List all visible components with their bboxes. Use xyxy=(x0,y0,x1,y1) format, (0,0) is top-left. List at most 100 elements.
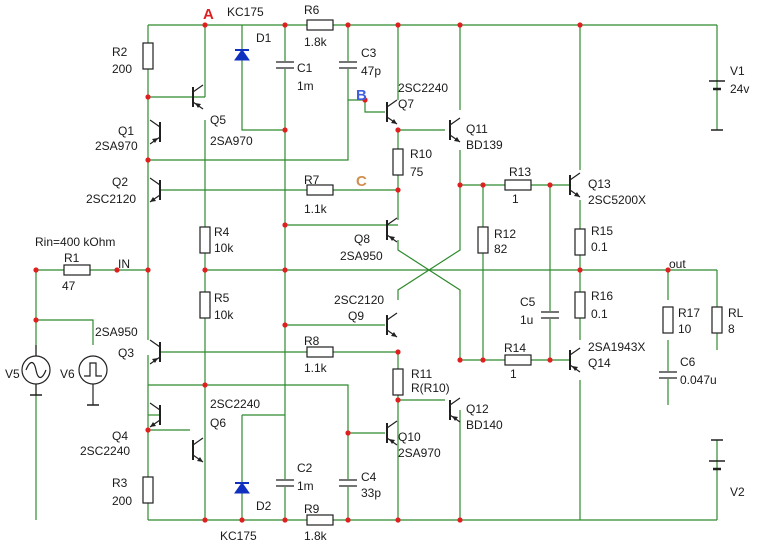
q7-collector-leg xyxy=(386,99,398,108)
c3-value: 47p xyxy=(361,64,381,78)
wire xyxy=(148,99,365,161)
junction-dot xyxy=(282,517,288,523)
junction-dot xyxy=(395,349,401,355)
r3-name: R3 xyxy=(112,476,128,490)
junction-dot xyxy=(33,317,39,323)
junction-dot xyxy=(239,517,245,523)
r13-name: R13 xyxy=(509,165,531,179)
r1-value: 47 xyxy=(62,279,76,293)
r12-name: R12 xyxy=(494,227,516,241)
r5-resistor xyxy=(199,291,211,319)
q10-arrow xyxy=(389,439,395,444)
q1-arrow xyxy=(152,138,158,143)
q5-collector-leg xyxy=(192,84,204,93)
junction-dot xyxy=(395,517,401,523)
c6-gap xyxy=(658,371,678,379)
wire xyxy=(36,319,94,345)
q8-name: Q8 xyxy=(354,232,370,246)
r2-name: R2 xyxy=(112,45,128,59)
d1-type: KC175 xyxy=(227,5,264,19)
junction-dot xyxy=(480,182,486,188)
r12-value: 82 xyxy=(494,242,508,256)
r7-name: R7 xyxy=(304,173,320,187)
c2-name: C2 xyxy=(297,461,313,475)
q14-collector-leg xyxy=(569,347,581,356)
r6-resistor xyxy=(306,19,334,31)
junction-dot xyxy=(395,127,401,133)
r11-resistor xyxy=(392,368,404,396)
q2-collector-leg xyxy=(149,177,161,186)
q1-collector-leg xyxy=(149,119,161,128)
junction-dot xyxy=(577,267,583,273)
q4-arrow xyxy=(150,422,156,427)
r4-resistor xyxy=(199,226,211,254)
r3-value: 200 xyxy=(112,494,132,508)
q10-type: 2SA970 xyxy=(398,446,441,460)
r11-value: R(R10) xyxy=(411,381,450,395)
r14-resistor xyxy=(504,354,532,366)
r12-resistor xyxy=(477,226,489,254)
q2-arrow xyxy=(150,197,156,202)
c6-name: C6 xyxy=(680,355,696,369)
junction-dot xyxy=(202,267,208,273)
r8-resistor xyxy=(306,346,334,358)
q2-type: 2SC2120 xyxy=(86,192,136,206)
q6-name: Q6 xyxy=(210,416,226,430)
r13-resistor xyxy=(504,179,532,191)
junction-dot xyxy=(145,94,151,100)
d2-name: D2 xyxy=(256,499,272,513)
v1-value: 24v xyxy=(730,82,749,96)
q9-arrow xyxy=(391,332,397,337)
r4-name: R4 xyxy=(214,225,230,239)
r17-resistor xyxy=(662,306,674,334)
junction-dot xyxy=(395,397,401,403)
junction-dot xyxy=(345,517,351,523)
junction-dot xyxy=(457,357,463,363)
junction-dot xyxy=(282,22,288,28)
q8-type: 2SA950 xyxy=(340,249,383,263)
q11-name: Q11 xyxy=(466,122,488,136)
v6-pulse-icon xyxy=(84,362,102,377)
rin-label: Rin=400 kOhm xyxy=(35,235,115,249)
q5-name: Q5 xyxy=(210,113,226,127)
r8-value: 1.1k xyxy=(304,361,328,375)
junction-dot xyxy=(282,267,288,273)
d2-type: KC175 xyxy=(220,529,257,543)
junction-dot xyxy=(33,267,39,273)
junction-dot xyxy=(145,427,151,433)
r15-value: 0.1 xyxy=(591,240,608,254)
r5-name: R5 xyxy=(214,291,230,305)
q11-type: BD139 xyxy=(466,138,503,152)
q3-name: Q3 xyxy=(118,346,134,360)
c4-value: 33p xyxy=(361,486,381,500)
marker-b: B xyxy=(356,87,367,104)
r16-resistor xyxy=(574,291,586,319)
r17-value: 10 xyxy=(678,322,692,336)
q13-type: 2SC5200X xyxy=(588,193,646,207)
q13-arrow xyxy=(574,192,580,197)
r14-value: 1 xyxy=(510,367,517,381)
r10-name: R10 xyxy=(410,147,432,161)
r7-resistor xyxy=(306,184,334,196)
c5-value: 1u xyxy=(520,313,533,327)
junction-dot xyxy=(202,22,208,28)
junction-dot xyxy=(282,322,288,328)
r9-name: R9 xyxy=(304,502,320,516)
q11-arrow xyxy=(454,137,460,142)
c4-gap xyxy=(338,479,358,487)
r6-name: R6 xyxy=(304,3,320,17)
junction-dot xyxy=(145,157,151,163)
d1-zener-body xyxy=(234,49,250,61)
c1-name: C1 xyxy=(297,61,313,75)
q7-arrow xyxy=(391,119,397,124)
junction-dot xyxy=(345,430,351,436)
r5-value: 10k xyxy=(214,308,234,322)
r13-value: 1 xyxy=(512,192,519,206)
r4-value: 10k xyxy=(214,241,234,255)
r1-name: R1 xyxy=(64,251,80,265)
c5-gap xyxy=(540,311,560,319)
c2-value: 1m xyxy=(297,479,314,493)
q3-arrow xyxy=(152,358,158,363)
